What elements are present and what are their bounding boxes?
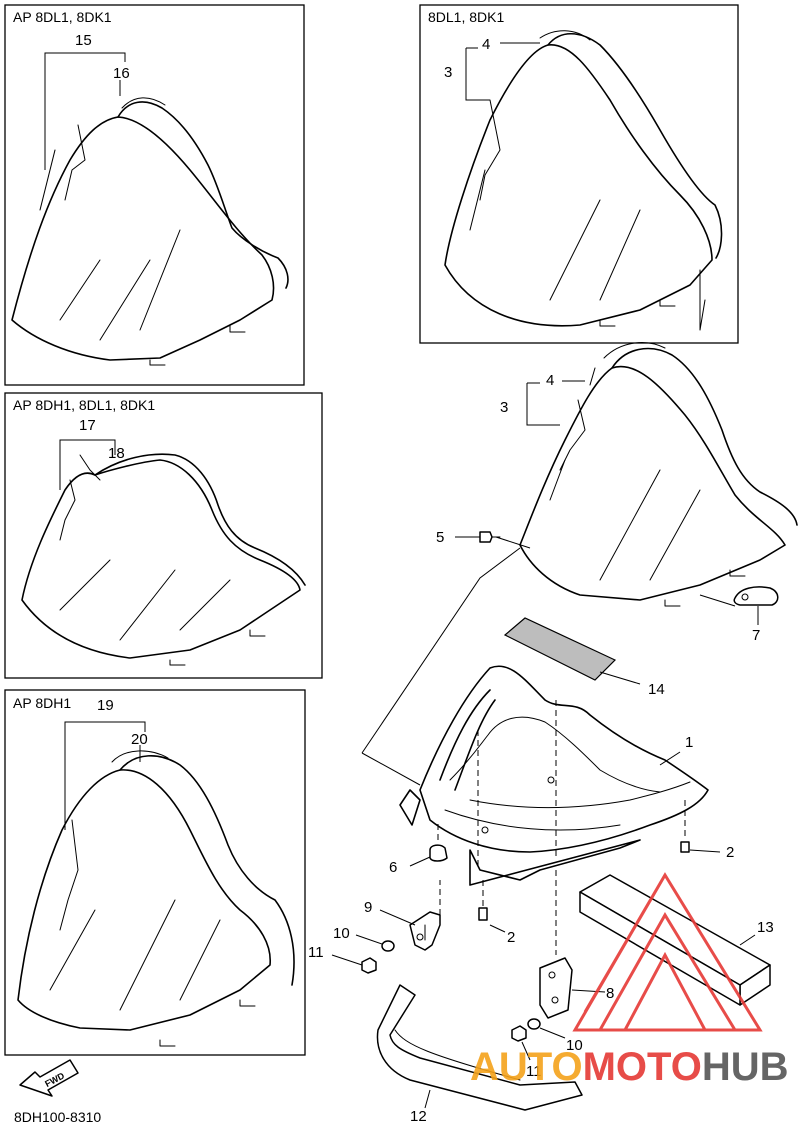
callout-11: 11 (308, 944, 324, 961)
assembly-outline (361, 547, 736, 786)
box-title: AP 8DH1 (13, 695, 71, 711)
bracket-9 (379, 880, 441, 951)
callout-11: 11 (526, 1063, 542, 1080)
callout-7: 7 (752, 627, 760, 644)
box-title: AP 8DL1, 8DK1 (13, 9, 112, 25)
leader-17-18 (59, 439, 116, 490)
callout-20: 20 (131, 731, 148, 748)
nut-11-right (511, 1025, 531, 1061)
callout-19: 19 (97, 697, 114, 714)
windshield-3-main (495, 342, 798, 607)
watermark-hub: HUB (702, 1045, 789, 1089)
callout-6: 6 (389, 859, 397, 876)
callout-17: 17 (79, 417, 96, 434)
fwd-arrow: FWD (19, 1059, 79, 1097)
nut-11-left (331, 954, 377, 974)
diagram-code: 8DH100-8310 (14, 1109, 101, 1125)
leader-15-16 (44, 52, 126, 170)
pad-14 (503, 617, 641, 685)
windshield-19 (17, 750, 295, 1047)
screw-5 (455, 531, 501, 543)
callout-14: 14 (648, 681, 665, 698)
leader-3-4-main (526, 380, 585, 426)
callout-15: 15 (75, 32, 92, 49)
variant-box-8dl1-8dk1: 8DL1, 8DK1 4 3 (419, 4, 739, 344)
watermark-logo: AUTOMOTOHUB (470, 872, 789, 1089)
variant-box-ap-8dl1-8dk1: AP 8DL1, 8DK1 15 16 (4, 4, 305, 386)
callout-16: 16 (113, 65, 130, 82)
watermark-auto: AUTO (470, 1045, 583, 1089)
callout-4: 4 (546, 372, 554, 389)
leader-19-20 (64, 721, 146, 830)
windshield-3 (444, 30, 723, 331)
upper-cowling-1 (399, 665, 709, 886)
watermark-text: AUTOMOTOHUB (470, 1045, 789, 1089)
callout-2: 2 (726, 844, 734, 861)
watermark-moto: MOTO (583, 1045, 702, 1089)
box-title: AP 8DH1, 8DL1, 8DK1 (13, 397, 155, 413)
callout-10: 10 (333, 925, 350, 942)
windshield-15 (11, 97, 289, 366)
seal-12 (376, 984, 583, 1111)
screw-2-right (680, 800, 721, 853)
callout-18: 18 (108, 445, 125, 462)
washer-10-right (527, 1018, 566, 1039)
screw-2-center (478, 880, 506, 933)
callout-12: 12 (410, 1108, 427, 1125)
windshield-17 (21, 453, 306, 666)
callout-5: 5 (436, 529, 444, 546)
washer-10-left (355, 934, 395, 952)
grommet-6 (409, 820, 448, 867)
callout-3: 3 (500, 399, 508, 416)
clip-7 (733, 586, 779, 625)
callout-1: 1 (685, 734, 693, 751)
stay-8 (539, 870, 606, 1019)
leader-3-4 (465, 42, 540, 101)
variant-box-ap-8dh1: AP 8DH1 19 20 (4, 689, 306, 1056)
callout-9: 9 (364, 899, 372, 916)
watermark-triangle-icon (572, 872, 763, 1032)
callout-3: 3 (444, 64, 452, 81)
callout-8: 8 (606, 985, 614, 1002)
callout-4: 4 (482, 36, 490, 53)
callout-2: 2 (507, 929, 515, 946)
callout-13: 13 (757, 919, 774, 936)
box-title: 8DL1, 8DK1 (428, 9, 504, 25)
callout-10: 10 (566, 1037, 583, 1054)
variant-box-ap-8dh1-8dl1-8dk1: AP 8DH1, 8DL1, 8DK1 17 18 (4, 392, 323, 679)
